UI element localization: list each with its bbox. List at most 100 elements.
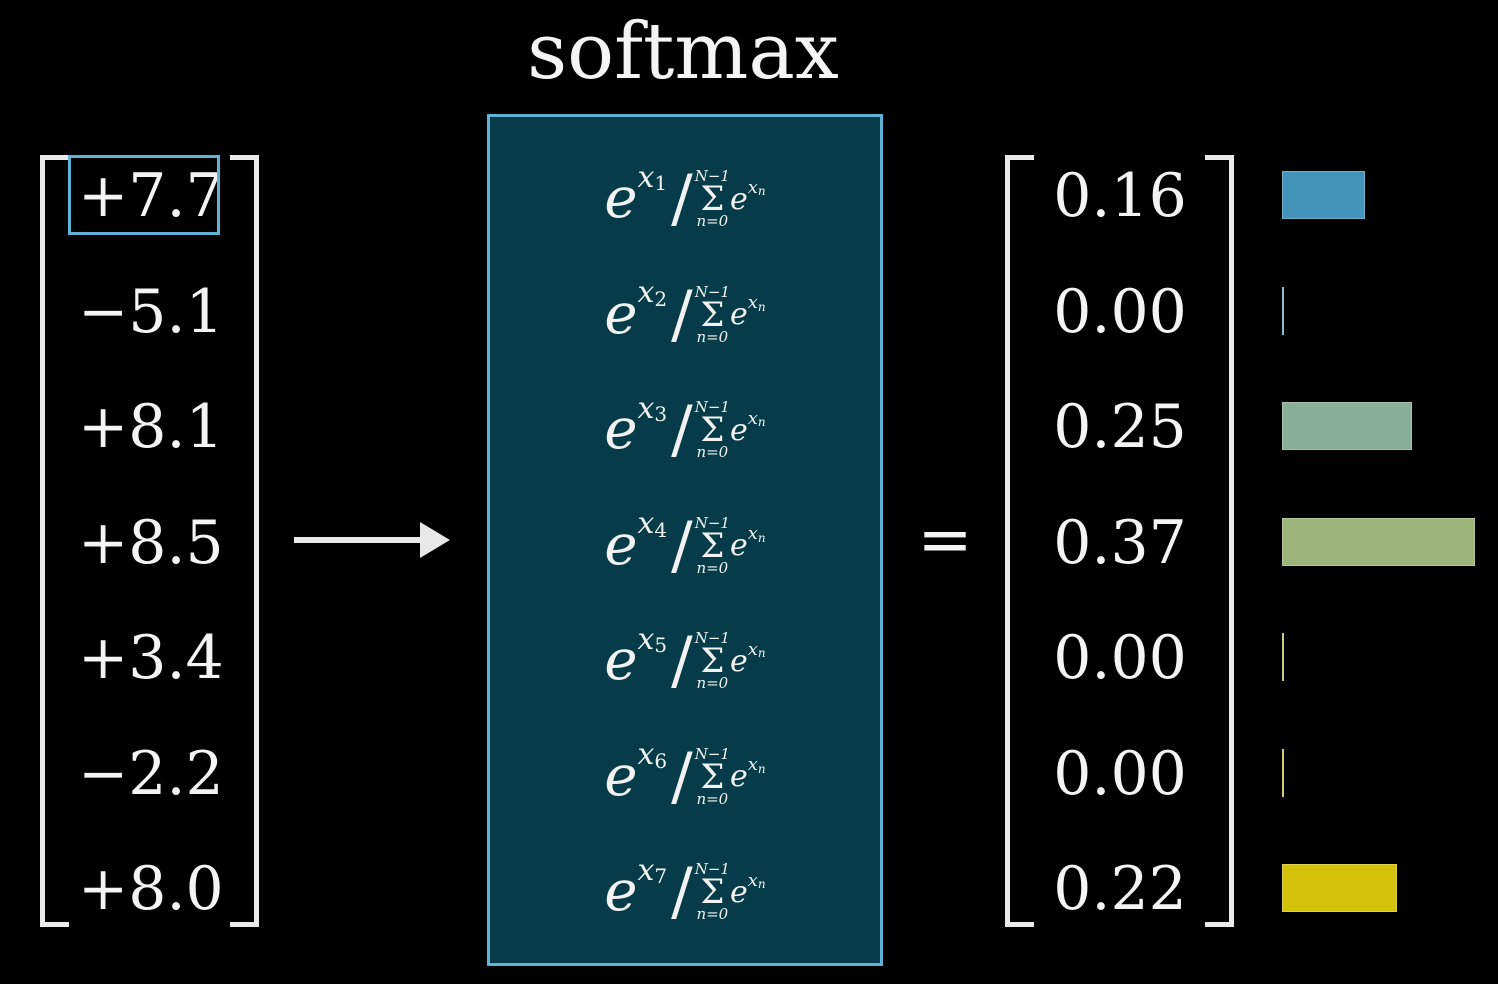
sum-lower-limit: n=0 [696,905,729,923]
sum-term-index: n [757,530,766,545]
input-value: +7.7 [78,161,224,231]
sum-term-index: n [757,877,766,891]
probability-bar [1282,864,1397,912]
formula-exp-index: 4 [654,517,668,542]
sigma-icon: Σ [700,294,725,335]
sum-term-index: n [757,184,766,198]
sum-term-exp: x [747,407,758,429]
formula-exp-var: x [637,159,655,195]
sum-term-index: n [757,415,766,429]
equals-sign: = [917,501,973,578]
sum-term-base: e [729,412,748,448]
formula-exp-var: x [637,390,655,426]
formula-base: e [604,628,638,693]
output-value: 0.00 [1053,738,1187,809]
sigma-icon: Σ [700,756,725,797]
input-value: +8.1 [78,392,224,462]
selected-input-highlight [68,155,220,235]
sum-lower-limit: n=0 [696,789,729,808]
output-value: 0.37 [1053,507,1187,578]
input-value: +8.5 [78,507,224,578]
formula-exp-var: x [637,275,655,310]
sigma-icon: Σ [700,179,725,219]
output-left-bracket [1005,155,1034,927]
input-value: +3.4 [78,623,224,693]
sum-term-base: e [729,528,748,563]
formula-base: e [604,397,638,462]
sum-lower-limit: n=0 [696,212,729,230]
output-value: 0.00 [1053,623,1187,693]
arrow-right-icon [420,522,450,558]
formula-exp-index: 3 [654,402,668,426]
sigma-icon: Σ [700,410,725,450]
formula-slash: / [671,739,693,814]
sum-term-exp: x [747,523,758,544]
sum-lower-limit: n=0 [696,674,729,692]
page-title: softmax [527,7,839,97]
formula-base: e [604,743,638,809]
input-value: −5.1 [78,276,224,347]
sum-upper-limit: N−1 [694,744,730,763]
sum-upper-limit: N−1 [694,860,730,878]
formula-slash: / [671,162,693,236]
formula-base: e [604,281,638,347]
sum-upper-limit: N−1 [694,167,730,185]
probability-bar [1282,748,1284,797]
sum-term-exp: x [747,754,758,775]
formula-slash: / [671,393,693,467]
formula-slash: / [671,277,693,352]
sum-upper-limit: N−1 [694,629,730,647]
formula-slash: / [671,508,693,583]
sum-term-base: e [729,874,748,910]
formula-exp-index: 1 [654,171,668,195]
sigma-icon: Σ [700,641,725,681]
sum-term-index: n [757,761,766,776]
formula-exp-var: x [637,506,655,541]
sum-upper-limit: N−1 [694,398,730,416]
formula-base: e [604,166,638,231]
sum-lower-limit: n=0 [696,443,729,461]
input-right-bracket [230,155,259,927]
probability-bar [1282,517,1475,566]
probability-bar [1282,171,1365,219]
output-value: 0.22 [1053,854,1187,924]
sum-upper-limit: N−1 [694,282,730,301]
formula-slash: / [671,624,693,698]
formula-exp-index: 6 [654,748,668,773]
output-value: 0.25 [1053,392,1187,462]
arrow-shaft [294,537,420,543]
sum-term-exp: x [747,292,758,313]
probability-bar [1282,402,1412,450]
sum-term-base: e [729,643,748,679]
formula-exp-index: 5 [654,633,668,657]
formula-exp-var: x [637,852,655,888]
formula-exp-index: 2 [654,286,668,311]
sum-lower-limit: n=0 [696,327,729,346]
input-left-bracket [40,155,69,927]
output-right-bracket [1205,155,1234,927]
sum-lower-limit: n=0 [696,558,729,577]
sum-term-index: n [757,299,766,314]
sum-term-base: e [729,759,748,794]
sigma-icon: Σ [700,525,725,566]
sum-term-exp: x [747,176,758,198]
probability-bar [1282,633,1284,681]
input-vector: +7.7−5.1+8.1+8.5+3.4−2.2+8.0 [78,136,228,936]
sum-term-exp: x [747,638,758,660]
probability-bar [1282,286,1284,335]
